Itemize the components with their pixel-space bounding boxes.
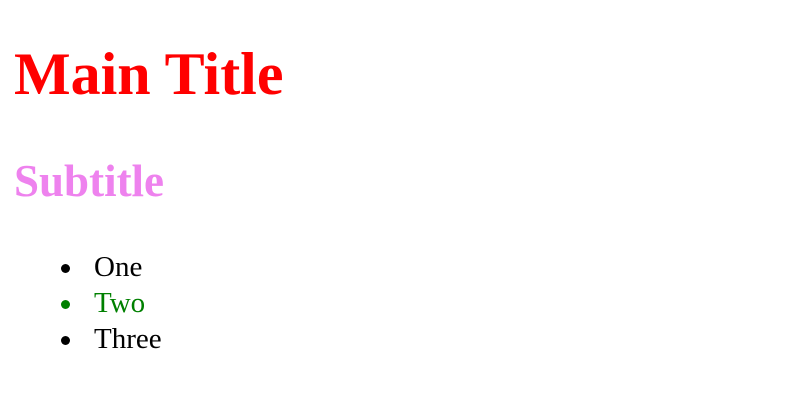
bullet-icon: [61, 300, 70, 309]
bullet-icon: [61, 336, 70, 345]
list-item: Three: [61, 321, 162, 357]
bulleted-list: One Two Three: [61, 249, 162, 357]
list-item: One: [61, 249, 162, 285]
list-item-label: Three: [94, 323, 162, 355]
bullet-icon: [61, 264, 70, 273]
list-item: Two: [61, 285, 162, 321]
list-item-label: Two: [94, 287, 146, 319]
subtitle: Subtitle: [14, 156, 165, 206]
list-item-label: One: [94, 251, 143, 283]
main-title: Main Title: [14, 41, 284, 107]
